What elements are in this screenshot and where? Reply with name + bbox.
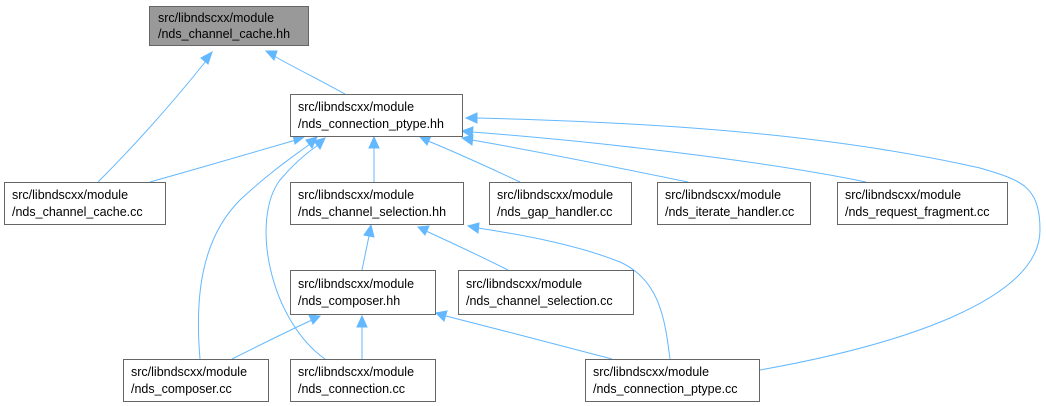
edge-composer-hh-to-channel-selection-hh: [361, 223, 375, 271]
node-line-1: src/libndscxx/module: [298, 277, 414, 291]
node-line-1: src/libndscxx/module: [298, 365, 414, 379]
node-nds-connection-ptype-cc[interactable]: src/libndscxx/module /nds_connection_pty…: [585, 359, 760, 402]
node-line-1: src/libndscxx/module: [665, 188, 781, 202]
node-nds-composer-hh[interactable]: src/libndscxx/module /nds_composer.hh: [290, 270, 436, 315]
node-nds-composer-cc[interactable]: src/libndscxx/module /nds_composer.cc: [123, 359, 269, 402]
node-nds-iterate-handler-cc[interactable]: src/libndscxx/module /nds_iterate_handle…: [657, 182, 811, 225]
node-nds-channel-cache-hh[interactable]: src/libndscxx/module /nds_channel_cache.…: [149, 6, 309, 46]
node-line-2: /nds_connection_ptype.hh: [298, 117, 444, 131]
node-nds-channel-selection-cc[interactable]: src/libndscxx/module /nds_channel_select…: [458, 270, 634, 315]
edge-request-fragment-cc-to-connection-ptype-hh: [460, 126, 867, 183]
edge-connection-ptype-cc-to-connection-ptype-hh: [464, 112, 1041, 371]
edge-channel-selection-hh-to-connection-ptype-hh: [368, 135, 380, 182]
node-line-2: /nds_channel_selection.hh: [298, 205, 446, 219]
node-line-2: /nds_iterate_handler.cc: [665, 205, 794, 219]
edge-connection-ptype-hh-to-channel-cache-hh: [264, 50, 346, 95]
node-nds-connection-ptype-hh[interactable]: src/libndscxx/module /nds_connection_pty…: [290, 94, 463, 137]
node-line-2: /nds_gap_handler.cc: [497, 205, 612, 219]
node-line-2: /nds_channel_cache.cc: [12, 205, 143, 219]
node-line-1: src/libndscxx/module: [298, 100, 414, 114]
node-line-1: src/libndscxx/module: [466, 277, 582, 291]
node-line-2: /nds_connection_ptype.cc: [593, 382, 738, 396]
edge-channel-cache-cc-to-connection-ptype-hh: [149, 134, 306, 183]
edge-channel-cache-cc-to-channel-cache-hh: [97, 50, 213, 183]
node-line-2: /nds_composer.cc: [131, 382, 232, 396]
node-line-2: /nds_composer.hh: [298, 294, 400, 308]
node-line-2: /nds_channel_cache.hh: [158, 27, 290, 41]
node-nds-request-fragment-cc[interactable]: src/libndscxx/module /nds_request_fragme…: [837, 182, 1008, 225]
edge-connection-cc-to-composer-hh: [356, 314, 368, 359]
node-line-2: /nds_connection.cc: [298, 382, 405, 396]
node-nds-gap-handler-cc[interactable]: src/libndscxx/module /nds_gap_handler.cc: [489, 182, 632, 225]
edge-connection-cc-to-connection-ptype-hh: [265, 137, 326, 360]
node-line-1: src/libndscxx/module: [497, 188, 613, 202]
node-line-1: src/libndscxx/module: [158, 11, 274, 25]
edge-channel-selection-cc-to-channel-selection-hh: [416, 225, 509, 271]
node-line-2: /nds_request_fragment.cc: [845, 205, 990, 219]
node-line-1: src/libndscxx/module: [131, 365, 247, 379]
edge-iterate-handler-cc-to-connection-ptype-hh: [460, 134, 689, 183]
node-nds-channel-cache-cc[interactable]: src/libndscxx/module /nds_channel_cache.…: [4, 182, 166, 225]
node-nds-connection-cc[interactable]: src/libndscxx/module /nds_connection.cc: [290, 359, 436, 402]
node-line-1: src/libndscxx/module: [845, 188, 961, 202]
node-line-1: src/libndscxx/module: [12, 188, 128, 202]
edge-connection-ptype-cc-to-composer-hh: [434, 310, 613, 360]
edge-composer-cc-to-composer-hh: [231, 314, 322, 360]
node-line-1: src/libndscxx/module: [593, 365, 709, 379]
node-line-2: /nds_channel_selection.cc: [466, 294, 613, 308]
node-nds-channel-selection-hh[interactable]: src/libndscxx/module /nds_channel_select…: [290, 182, 464, 225]
edge-connection-ptype-cc-to-channel-selection-hh: [466, 222, 671, 360]
node-line-1: src/libndscxx/module: [298, 188, 414, 202]
